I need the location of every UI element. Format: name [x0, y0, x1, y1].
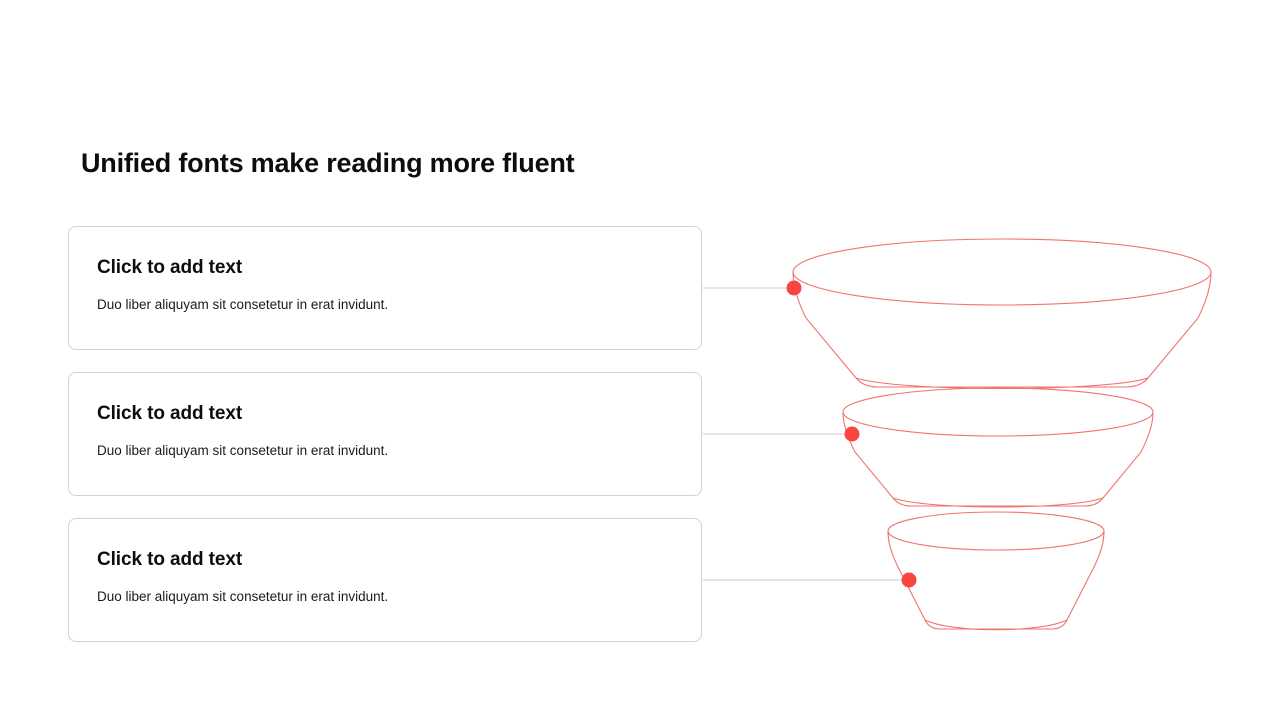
text-card-2[interactable]: Click to add text Duo liber aliquyam sit… [68, 372, 702, 496]
text-card-3[interactable]: Click to add text Duo liber aliquyam sit… [68, 518, 702, 642]
card-heading[interactable]: Click to add text [97, 403, 243, 424]
funnel-stage-2-rim [842, 387, 1154, 437]
funnel-marker-dot-1[interactable] [786, 280, 802, 296]
funnel-stage-1-body [792, 271, 1212, 388]
card-heading[interactable]: Click to add text [97, 549, 243, 570]
funnel-stage-3-base-arc [924, 619, 1068, 631]
funnel-marker-dot-3[interactable] [901, 572, 917, 588]
text-card-1[interactable]: Click to add text Duo liber aliquyam sit… [68, 226, 702, 350]
funnel-marker-dot-2[interactable] [844, 426, 860, 442]
funnel-stage-1-base-arc [855, 377, 1149, 390]
card-heading[interactable]: Click to add text [97, 257, 243, 278]
card-body-text[interactable]: Duo liber aliquyam sit consetetur in era… [97, 443, 389, 458]
funnel-stage-2-body [842, 411, 1154, 507]
funnel-stage-1-rim [792, 238, 1212, 306]
funnel-stage-3-body [887, 530, 1105, 630]
card-body-text[interactable]: Duo liber aliquyam sit consetetur in era… [97, 589, 389, 604]
card-body-text[interactable]: Duo liber aliquyam sit consetetur in era… [97, 297, 389, 312]
funnel-stage-2-base-arc [892, 497, 1104, 508]
funnel-stage-3-rim [887, 511, 1105, 551]
page-title: Unified fonts make reading more fluent [81, 148, 575, 178]
